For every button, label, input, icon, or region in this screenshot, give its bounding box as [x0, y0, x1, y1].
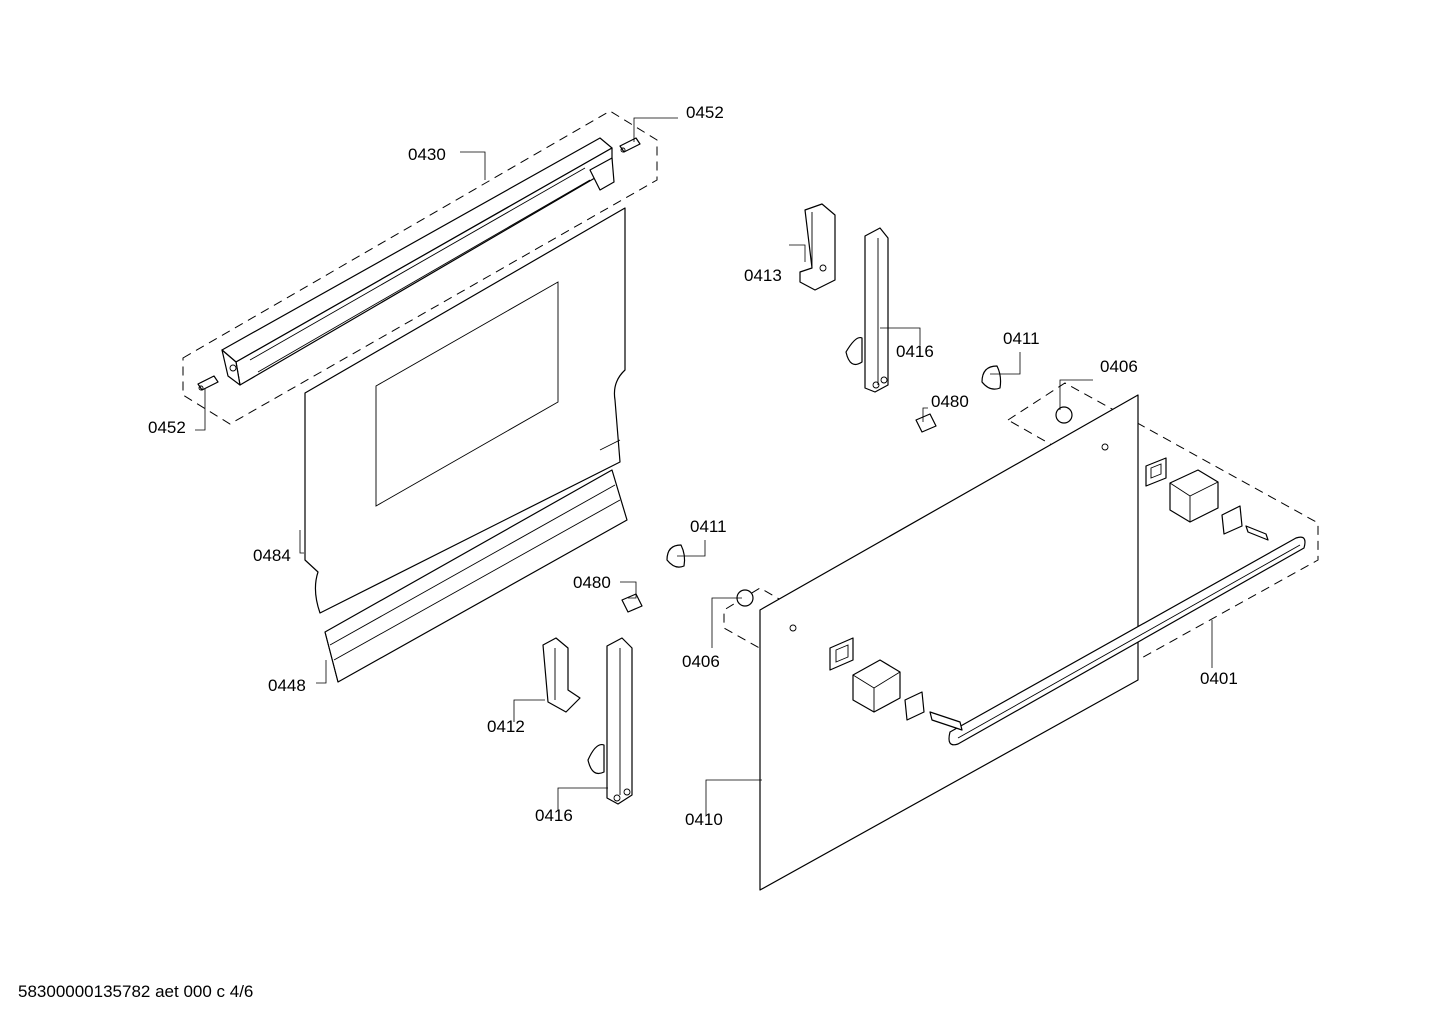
label-0401: 0401 [1200, 669, 1238, 688]
label-0410: 0410 [685, 810, 723, 829]
label-0412: 0412 [487, 717, 525, 736]
label-0416-top: 0416 [896, 342, 934, 361]
top-rail-dashed-outline [182, 110, 658, 425]
top-rail-group [182, 110, 658, 425]
label-0411-bottom: 0411 [690, 517, 727, 536]
part-0480-clip-top [915, 413, 937, 433]
part-0406-bumper-right [1055, 406, 1073, 424]
label-0406-left: 0406 [682, 652, 720, 671]
part-0430-top-rail [221, 137, 615, 386]
part-0452-pin-left [197, 375, 219, 391]
part-0484-inner-glass [304, 207, 626, 614]
part-0416-hinge-top [845, 227, 889, 393]
leader-lines [195, 117, 1213, 816]
part-0480-clip-bottom [621, 593, 643, 613]
part-0413-hinge-bracket-top [799, 203, 836, 291]
part-0448-bottom-profile [324, 469, 628, 683]
door-assembly-group [723, 382, 1319, 891]
part-0410-outer-door [759, 394, 1167, 891]
part-labels: 0452 0430 0452 0484 0448 0413 0416 0411 … [148, 103, 1238, 829]
label-0416-bottom: 0416 [535, 806, 573, 825]
part-0401-door-handle [929, 525, 1306, 746]
part-0412-hinge-bracket-bottom [542, 637, 581, 713]
label-0430: 0430 [408, 145, 446, 164]
label-0452-top: 0452 [686, 103, 724, 122]
part-0411-stopper-bottom [666, 544, 686, 568]
label-0484: 0484 [253, 546, 291, 565]
document-reference: 58300000135782 aet 000 c 4/6 [18, 982, 253, 1001]
part-0452-pin-right [619, 137, 641, 153]
label-0480-top: 0480 [931, 392, 969, 411]
part-0416-hinge-bottom [587, 637, 633, 805]
part-0411-stopper-top [981, 365, 1002, 390]
label-0448: 0448 [268, 676, 306, 695]
door-cover-blocks [852, 469, 1243, 721]
label-0413: 0413 [744, 266, 782, 285]
label-0411-top: 0411 [1003, 329, 1040, 348]
label-0480-bottom: 0480 [573, 573, 611, 592]
label-0406-right: 0406 [1100, 357, 1138, 376]
label-0452-bottom: 0452 [148, 418, 186, 437]
